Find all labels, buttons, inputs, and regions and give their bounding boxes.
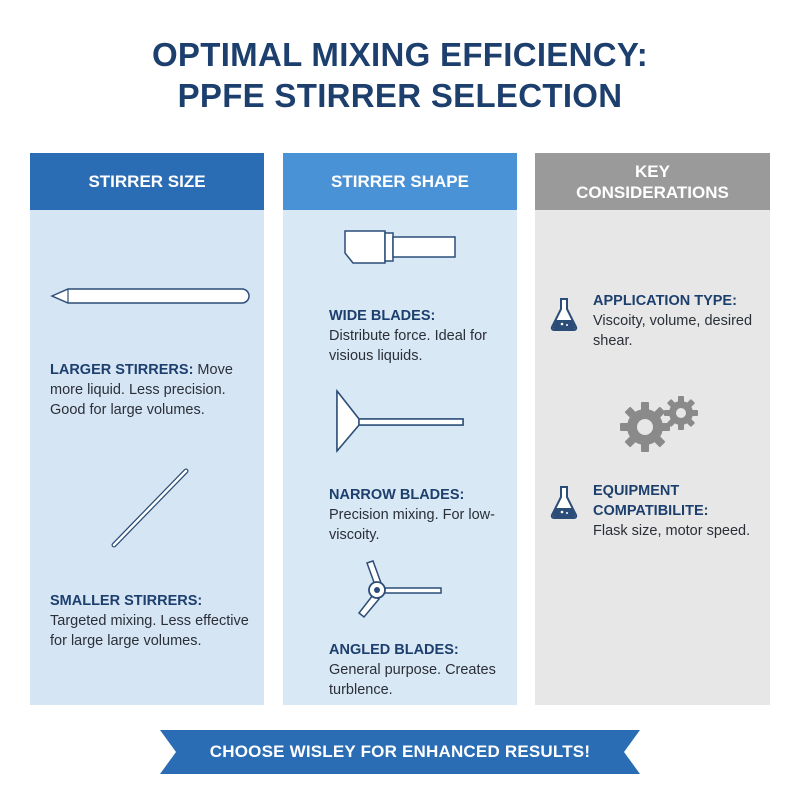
equipment-compatibility-label: EQUIPMENT COMPATIBILITE: xyxy=(593,483,709,519)
narrow-blades-description: Precision mixing. For low-viscoity. xyxy=(329,507,495,543)
stirrer-shape-header: STIRRER SHAPE xyxy=(283,153,517,210)
application-type-label: APPLICATION TYPE: xyxy=(593,293,737,309)
cta-banner-text: CHOOSE WISLEY FOR ENHANCED RESULTS! xyxy=(209,742,591,761)
angled-blade-icon xyxy=(357,560,442,619)
larger-stirrers-text: LARGER STIRRERS: Move more liquid. Less … xyxy=(50,360,255,420)
wide-blades-label: WIDE BLADES: xyxy=(329,308,436,324)
angled-blades-description: General purpose. Creates turblence. xyxy=(329,662,496,698)
equipment-compatibility-description: Flask size, motor speed. xyxy=(593,523,751,539)
small-stirrer-icon xyxy=(111,468,189,548)
smaller-stirrers-label: SMALLER STIRRERS: xyxy=(50,593,203,609)
application-type-description: Viscoity, volume, desired shear. xyxy=(593,313,753,349)
title-line-1: OPTIMAL MIXING EFFICIENCY: xyxy=(151,36,649,73)
flask-icon xyxy=(550,298,578,331)
gears-icon xyxy=(620,396,698,452)
application-type-text: APPLICATION TYPE: Viscoity, volume, desi… xyxy=(593,291,763,351)
wide-blades-description: Distribute force. Ideal for visious liqu… xyxy=(329,328,487,364)
key-considerations-column: KEY CONSIDERATIONS APPLICATION TYPE: Vis… xyxy=(535,153,770,705)
wide-blade-icon xyxy=(344,230,456,264)
cta-banner: CHOOSE WISLEY FOR ENHANCED RESULTS! xyxy=(160,730,640,774)
stirrer-size-column: STIRRER SIZE LARGER STIRRERS: Move more … xyxy=(30,153,264,705)
larger-stirrers-description: Move more liquid. Less precision. Good f… xyxy=(50,362,233,418)
page-title: OPTIMAL MIXING EFFICIENCY: PPFE STIRRER … xyxy=(0,34,800,116)
narrow-blade-icon xyxy=(336,388,464,454)
title-line-2: PPFE STIRRER SELECTION xyxy=(177,77,623,114)
flask-icon xyxy=(550,486,578,519)
wide-blades-text: WIDE BLADES: Distribute force. Ideal for… xyxy=(329,306,509,366)
ribbon-shape xyxy=(160,730,640,774)
stirrer-size-header: STIRRER SIZE xyxy=(30,153,264,210)
key-considerations-header: KEY CONSIDERATIONS xyxy=(535,153,770,210)
angled-blades-label: ANGLED BLADES: xyxy=(329,642,459,658)
smaller-stirrers-description: Targeted mixing. Less effective for larg… xyxy=(50,613,249,649)
smaller-stirrers-text: SMALLER STIRRERS: Targeted mixing. Less … xyxy=(50,591,250,651)
narrow-blades-label: NARROW BLADES: xyxy=(329,487,465,503)
angled-blades-text: ANGLED BLADES: General purpose. Creates … xyxy=(329,640,509,700)
larger-stirrers-label: LARGER STIRRERS: xyxy=(50,362,194,378)
stirrer-shape-column: STIRRER SHAPE WIDE BLADES: Distribute fo… xyxy=(283,153,517,705)
equipment-compatibility-text: EQUIPMENT COMPATIBILITE: Flask size, mot… xyxy=(593,481,768,541)
narrow-blades-text: NARROW BLADES: Precision mixing. For low… xyxy=(329,485,509,545)
large-stirrer-icon xyxy=(50,288,250,304)
